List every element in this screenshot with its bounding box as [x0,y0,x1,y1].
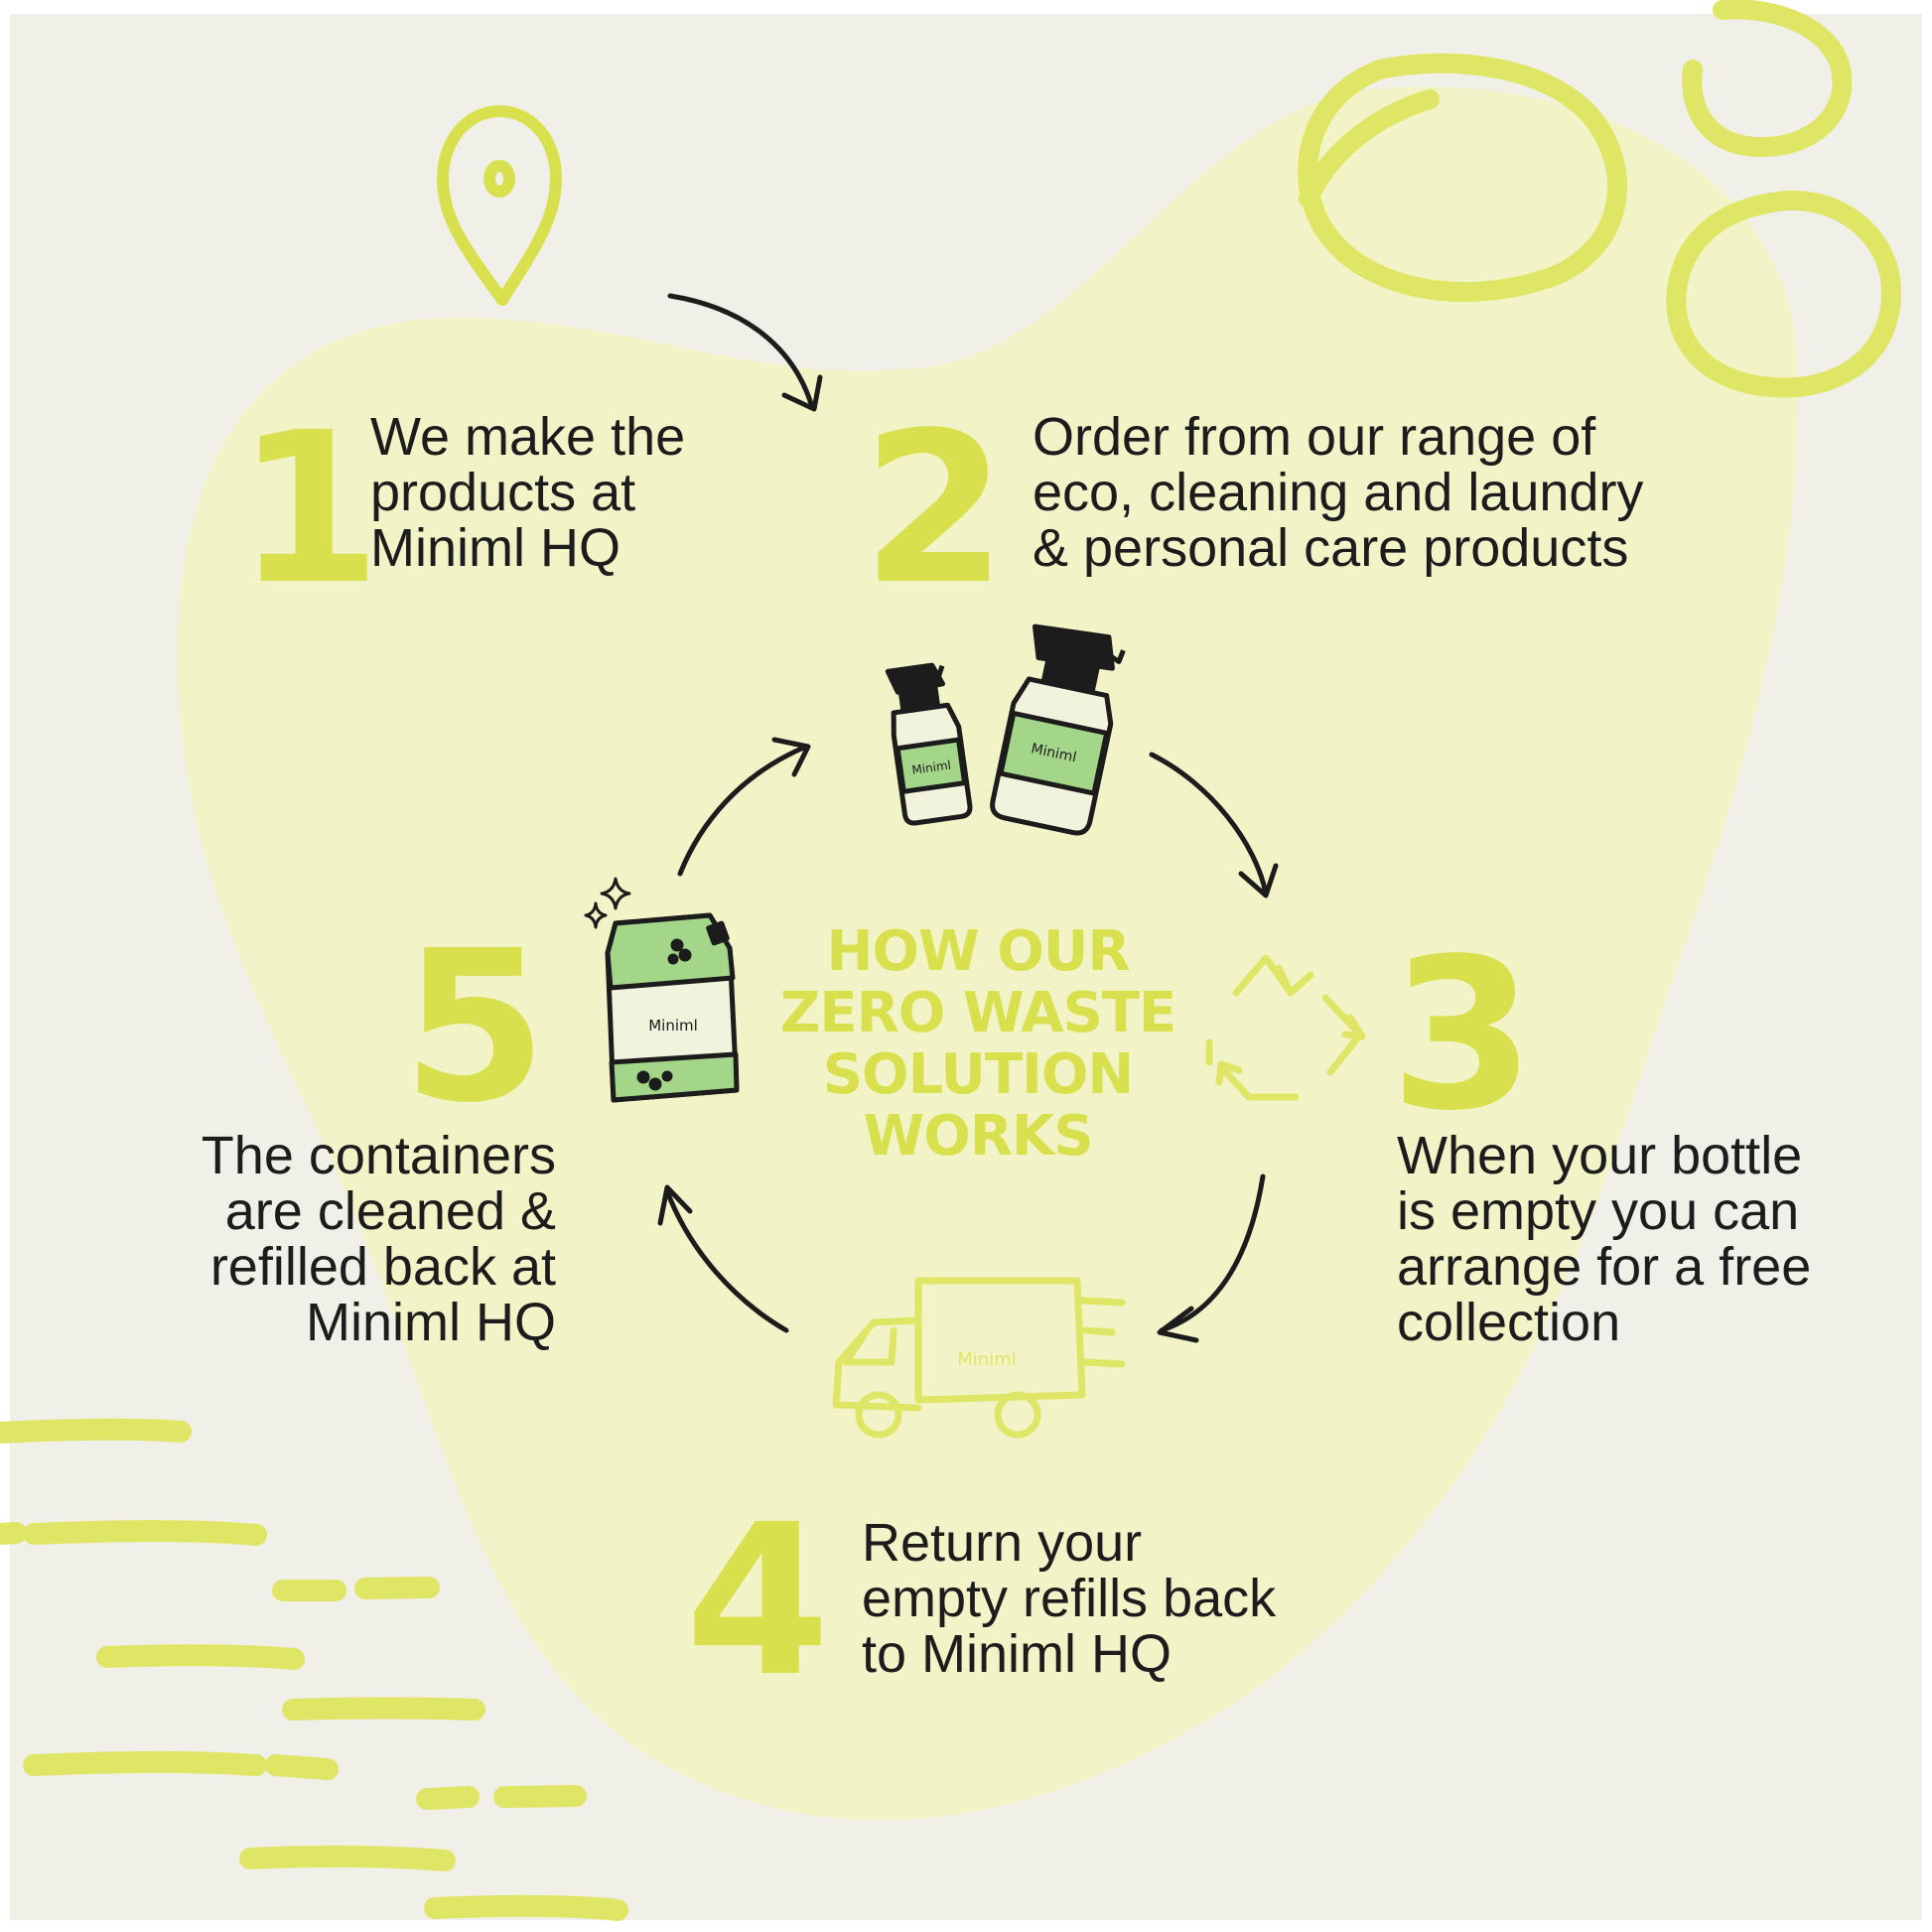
step-5-line-1: The containers [201,1126,556,1185]
arrow-step1-to-step2 [667,293,815,410]
arrow-step5-to-step1-head [771,737,811,777]
background-blob [177,86,1799,1821]
step-3-line-2: is empty you can [1397,1181,1800,1241]
delivery-van-icon: Miniml [832,1277,1126,1439]
recycle-icon [1205,954,1366,1101]
step-1-line-3: Miniml HQ [370,518,621,578]
van-label: Miniml [957,1349,1016,1370]
step-3-number: 3 [1390,913,1535,1157]
arrow-step4-to-step5-head [657,1184,693,1226]
step-3-line-1: When your bottle [1397,1126,1803,1185]
step-2-line-2: eco, cleaning and laundry [1033,463,1644,522]
step-5-line-3: refilled back at [209,1237,556,1297]
decorative-rings [1298,0,1902,398]
arrow-step2-to-step3-head [1238,863,1279,898]
step-4-text: Return your empty refills back to Miniml… [862,1515,1276,1682]
sparkle-icon [584,877,631,929]
step-1-line-2: products at [370,463,636,522]
arrow-step5-to-step1 [677,744,809,877]
step-1-text: We make the products at Miniml HQ [370,409,685,576]
refill-pouch-icon: Miniml [605,912,740,1103]
step-4-line-3: to Miniml HQ [862,1624,1173,1684]
step-2-line-3: & personal care products [1033,518,1629,578]
location-pin-icon [437,105,562,306]
step-5-line-4: Miniml HQ [306,1293,556,1352]
step-5-number: 5 [402,905,547,1149]
step-4-line-2: empty refills back [862,1569,1277,1628]
small-bottle-label: Miniml [911,758,952,776]
arrow-step1-to-step2-head [781,374,823,412]
step-3-line-4: collection [1397,1293,1621,1352]
decorative-brush-strokes [0,1418,628,1921]
arrow-step3-to-step4 [1159,1173,1266,1333]
diagram-title-line-2: ZERO WASTE [779,981,1176,1045]
cycle-arrows [657,293,1279,1343]
step-2-number: 2 [862,387,1007,630]
diagram-title-line-4: WORKS [863,1104,1093,1169]
step-3-line-3: arrange for a free [1397,1237,1812,1297]
step-2-line-1: Order from our range of [1033,407,1596,467]
diagram-title-line-1: HOW OUR [826,919,1131,984]
step-5-text: The containers are cleaned & refilled ba… [79,1128,556,1350]
step-2-text: Order from our range of eco, cleaning an… [1033,409,1643,576]
step-5-line-2: are cleaned & [224,1181,556,1241]
pouch-label: Miniml [648,1017,698,1035]
step-4-number: 4 [685,1479,830,1723]
step-1-number: 1 [236,387,381,630]
diagram-title-line-3: SOLUTION [822,1042,1135,1107]
arrow-step3-to-step4-head [1157,1306,1199,1343]
arrow-step2-to-step3 [1149,752,1269,897]
diagram-title: HOW OUR ZERO WASTE SOLUTION WORKS [735,921,1221,1168]
arrow-step4-to-step5 [664,1188,789,1333]
step-1-line-1: We make the [370,407,686,467]
step-3-text: When your bottle is empty you can arrang… [1397,1128,1811,1350]
spray-bottles-icon: Miniml Miniml [885,623,1126,836]
step-4-line-1: Return your [862,1513,1143,1573]
